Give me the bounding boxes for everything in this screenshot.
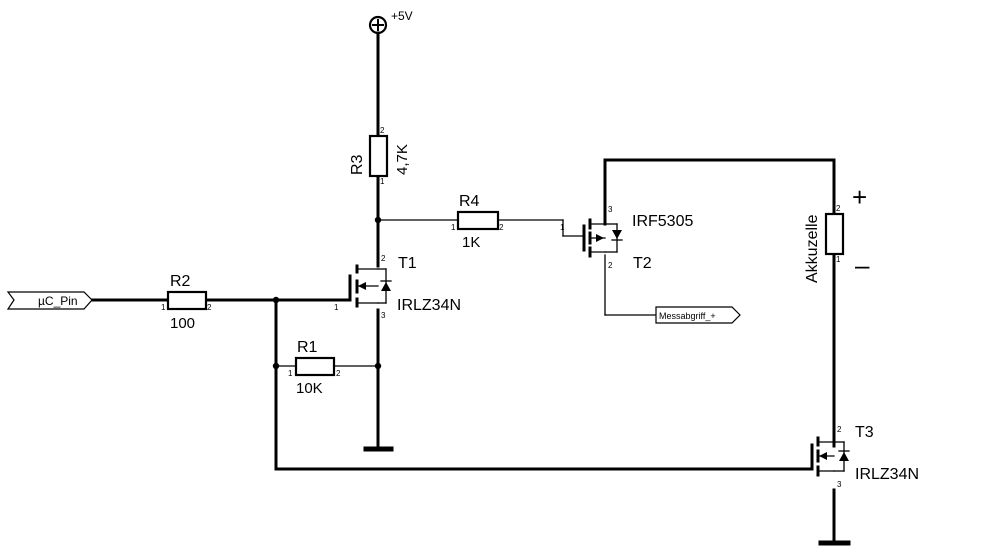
supply-label: +5V [391, 9, 413, 23]
net-label-output: Messabgriff_+ [655, 306, 741, 324]
resistor-r4: 1 2 1 R4 1K [451, 193, 565, 251]
supply-5v: +5V [368, 9, 413, 35]
battery-akkuzelle: 2 1 Akkuzelle + – [804, 182, 870, 283]
t2-ref: T2 [633, 255, 652, 272]
svg-text:1: 1 [560, 223, 565, 232]
svg-text:1: 1 [161, 303, 166, 312]
r4-value: 1K [462, 234, 480, 251]
output-net-text: Messabgriff_+ [659, 311, 716, 321]
svg-text:1: 1 [836, 255, 841, 264]
battery-ref: Akkuzelle [804, 214, 821, 283]
junction-dots [272, 216, 382, 370]
svg-text:3: 3 [608, 205, 613, 214]
resistor-r1: 1 2 R1 10K [288, 339, 341, 397]
svg-text:2: 2 [836, 204, 841, 213]
svg-text:1: 1 [334, 303, 339, 312]
svg-text:3: 3 [837, 480, 842, 489]
transistor-t1: 2 3 1 T1 IRLZ34N [334, 254, 461, 320]
svg-text:2: 2 [381, 254, 386, 263]
t3-ref: T3 [855, 424, 874, 441]
battery-minus-sign: – [855, 250, 870, 280]
battery-plus-sign: + [852, 182, 867, 212]
svg-text:1: 1 [288, 369, 293, 378]
svg-text:2: 2 [608, 261, 613, 270]
r1-value: 10K [296, 380, 323, 397]
t2-part: IRF5305 [632, 213, 693, 230]
svg-text:2: 2 [207, 303, 212, 312]
transistor-t3: 2 3 T3 IRLZ34N [810, 424, 919, 489]
svg-text:3: 3 [381, 311, 386, 320]
t1-ref: T1 [398, 255, 417, 272]
transistor-t2: 3 2 IRF5305 T2 [582, 205, 693, 272]
t3-part: IRLZ34N [855, 466, 919, 483]
input-net-text: µC_Pin [38, 294, 78, 308]
svg-text:1: 1 [380, 177, 385, 186]
t1-part: IRLZ34N [397, 297, 461, 314]
svg-text:2: 2 [837, 425, 842, 434]
r2-ref: R2 [170, 273, 191, 290]
svg-text:2: 2 [336, 369, 341, 378]
svg-text:1: 1 [451, 223, 456, 232]
r2-value: 100 [170, 315, 195, 332]
resistor-r3: 2 1 R3 4,7K [349, 126, 411, 186]
svg-text:2: 2 [380, 126, 385, 135]
r3-value: 4,7K [394, 144, 411, 175]
r3-ref: R3 [349, 154, 366, 175]
svg-text:2: 2 [499, 223, 504, 232]
net-label-input: µC_Pin [6, 291, 93, 310]
wires [90, 31, 836, 542]
r1-ref: R1 [297, 339, 318, 356]
resistor-r2: 1 2 R2 100 [161, 273, 212, 332]
r4-ref: R4 [459, 193, 480, 210]
